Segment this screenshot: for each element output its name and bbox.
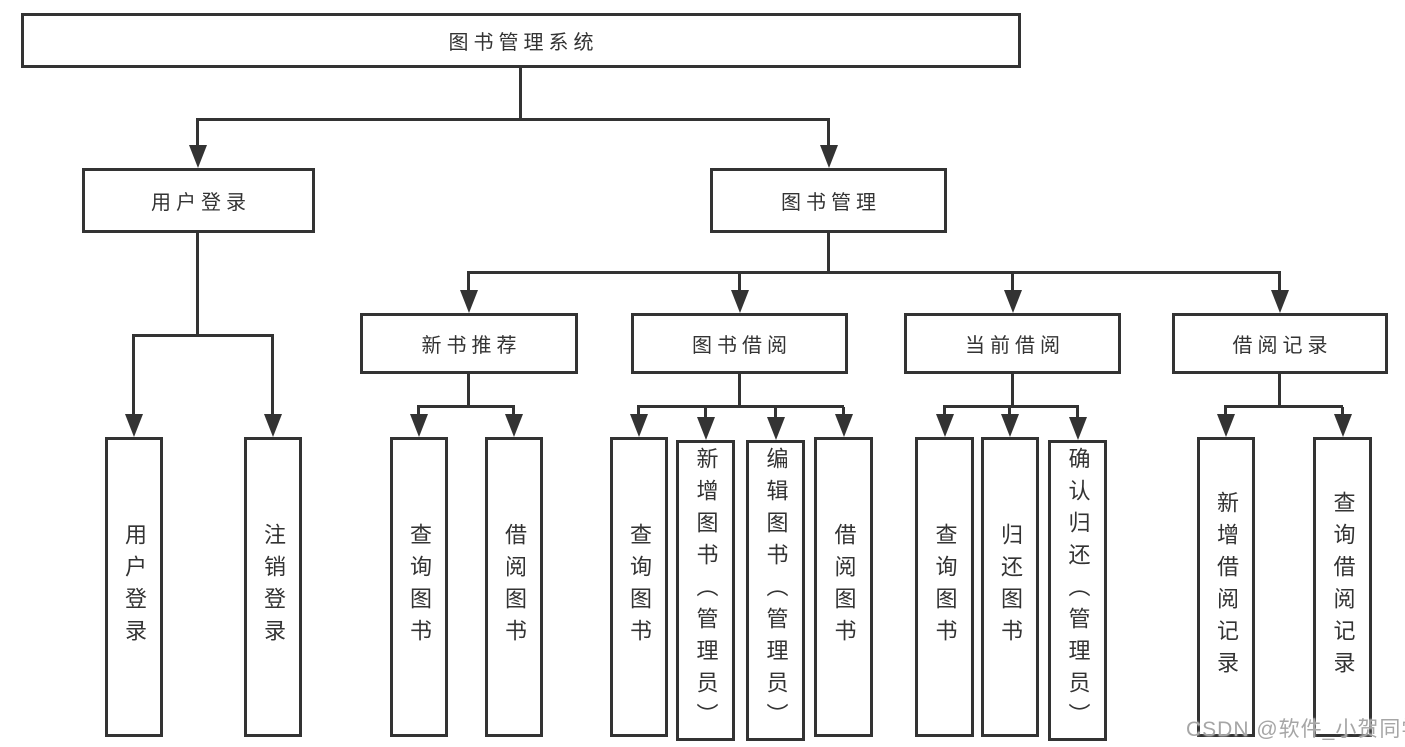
node-user-login-label: 用户登录 (151, 192, 251, 214)
node-root-label: 图书管理系统 (448, 32, 599, 54)
node-borrow-record-label: 借阅记录 (1232, 335, 1333, 357)
leaf-newbook-query-books: 查询图书 (390, 437, 448, 737)
arrowhead-down-icon (410, 414, 428, 437)
node-current-borrow: 当前借阅 (904, 313, 1121, 374)
edge-to-leaf-user-login (132, 336, 135, 415)
edge-to-current-borrow (1011, 273, 1014, 291)
edge-book-borrow-hline (637, 405, 844, 408)
edge-to-leaf (417, 407, 420, 416)
edge-to-leaf (774, 407, 777, 419)
leaf-current-confirm-return-admin: 确认归还（管理员） (1048, 440, 1107, 741)
edge-root-hline (196, 118, 830, 121)
edge-root-stem (519, 66, 522, 120)
node-book-borrow-label: 图书借阅 (692, 335, 792, 357)
leaf-current-query-books-label: 查询图书 (932, 523, 958, 651)
arrowhead-down-icon (835, 414, 853, 437)
edge-new-book-stem (467, 372, 470, 408)
leaf-borrow-query-books-label: 查询图书 (627, 523, 652, 651)
arrowhead-down-icon (505, 414, 523, 437)
leaf-newbook-borrow-books: 借阅图书 (485, 437, 543, 737)
arrowhead-down-icon (731, 290, 749, 313)
arrowhead-down-icon (1001, 414, 1019, 437)
edge-borrow-record-stem (1278, 372, 1281, 408)
leaf-borrow-borrow-books: 借阅图书 (814, 437, 873, 737)
arrowhead-down-icon (189, 145, 207, 168)
leaf-record-query-record: 查询借阅记录 (1313, 437, 1372, 737)
edge-book-management-hline (467, 271, 1281, 274)
leaf-current-return-books: 归还图书 (981, 437, 1039, 737)
arrowhead-down-icon (1334, 414, 1352, 437)
edge-to-leaf (1224, 407, 1227, 416)
edge-root-to-book-management (827, 120, 830, 148)
edge-current-borrow-stem (1011, 372, 1014, 408)
edge-to-borrow-record (1278, 273, 1281, 291)
edge-to-leaf (842, 407, 845, 416)
edge-book-management-stem (827, 231, 830, 274)
arrowhead-down-icon (264, 414, 282, 437)
node-book-management: 图书管理 (710, 168, 947, 233)
arrowhead-down-icon (1217, 414, 1235, 437)
edge-to-leaf-logout (271, 336, 274, 415)
edge-to-leaf (943, 407, 946, 416)
edge-to-leaf (1008, 407, 1011, 416)
leaf-current-query-books: 查询图书 (915, 437, 974, 737)
node-new-book-recommend: 新书推荐 (360, 313, 578, 374)
leaf-borrow-edit-books-admin-label: 编辑图书（管理员） (763, 446, 789, 735)
edge-user-login-hline (132, 334, 274, 337)
leaf-borrow-add-books-admin: 新增图书（管理员） (676, 440, 735, 741)
edge-to-leaf (1341, 407, 1344, 416)
edge-root-to-user-login (196, 120, 199, 148)
node-book-borrow: 图书借阅 (631, 313, 848, 374)
leaf-record-add-record: 新增借阅记录 (1197, 437, 1255, 737)
leaf-current-return-books-label: 归还图书 (998, 523, 1023, 651)
arrowhead-down-icon (767, 417, 785, 440)
edge-to-new-book-recommend (467, 273, 470, 291)
leaf-record-query-record-label: 查询借阅记录 (1330, 491, 1356, 683)
node-root: 图书管理系统 (21, 13, 1021, 68)
node-current-borrow-label: 当前借阅 (965, 335, 1065, 357)
node-user-login: 用户登录 (82, 168, 315, 233)
leaf-newbook-query-books-label: 查询图书 (407, 523, 432, 651)
leaf-newbook-borrow-books-label: 借阅图书 (502, 523, 527, 651)
edge-book-borrow-stem (738, 372, 741, 408)
node-book-management-label: 图书管理 (781, 192, 881, 214)
leaf-logout-label: 注销登录 (261, 523, 286, 651)
arrowhead-down-icon (820, 145, 838, 168)
edge-to-book-borrow (738, 273, 741, 291)
leaf-borrow-borrow-books-label: 借阅图书 (831, 523, 857, 651)
edge-to-leaf (704, 407, 707, 419)
leaf-borrow-edit-books-admin: 编辑图书（管理员） (746, 440, 805, 741)
arrowhead-down-icon (936, 414, 954, 437)
watermark: CSDN @软件_小贺同学 (1186, 718, 1405, 741)
leaf-borrow-add-books-admin-label: 新增图书（管理员） (693, 446, 719, 735)
edge-borrow-record-hline (1224, 405, 1343, 408)
node-borrow-record: 借阅记录 (1172, 313, 1388, 374)
edge-new-book-hline (417, 405, 515, 408)
arrowhead-down-icon (125, 414, 143, 437)
edge-to-leaf (512, 407, 515, 416)
edge-user-login-stem (196, 231, 199, 337)
leaf-record-add-record-label: 新增借阅记录 (1214, 491, 1239, 683)
arrowhead-down-icon (1069, 417, 1087, 440)
arrowhead-down-icon (1004, 290, 1022, 313)
arrowhead-down-icon (460, 290, 478, 313)
leaf-current-confirm-return-admin-label: 确认归还（管理员） (1065, 446, 1091, 735)
arrowhead-down-icon (1271, 290, 1289, 313)
edge-current-borrow-hline (943, 405, 1079, 408)
leaf-user-login: 用户登录 (105, 437, 163, 737)
arrowhead-down-icon (697, 417, 715, 440)
arrowhead-down-icon (630, 414, 648, 437)
edge-to-leaf (637, 407, 640, 416)
edge-to-leaf (1076, 407, 1079, 419)
node-new-book-recommend-label: 新书推荐 (421, 335, 522, 357)
leaf-logout: 注销登录 (244, 437, 302, 737)
leaf-user-login-label: 用户登录 (122, 523, 147, 651)
leaf-borrow-query-books: 查询图书 (610, 437, 668, 737)
